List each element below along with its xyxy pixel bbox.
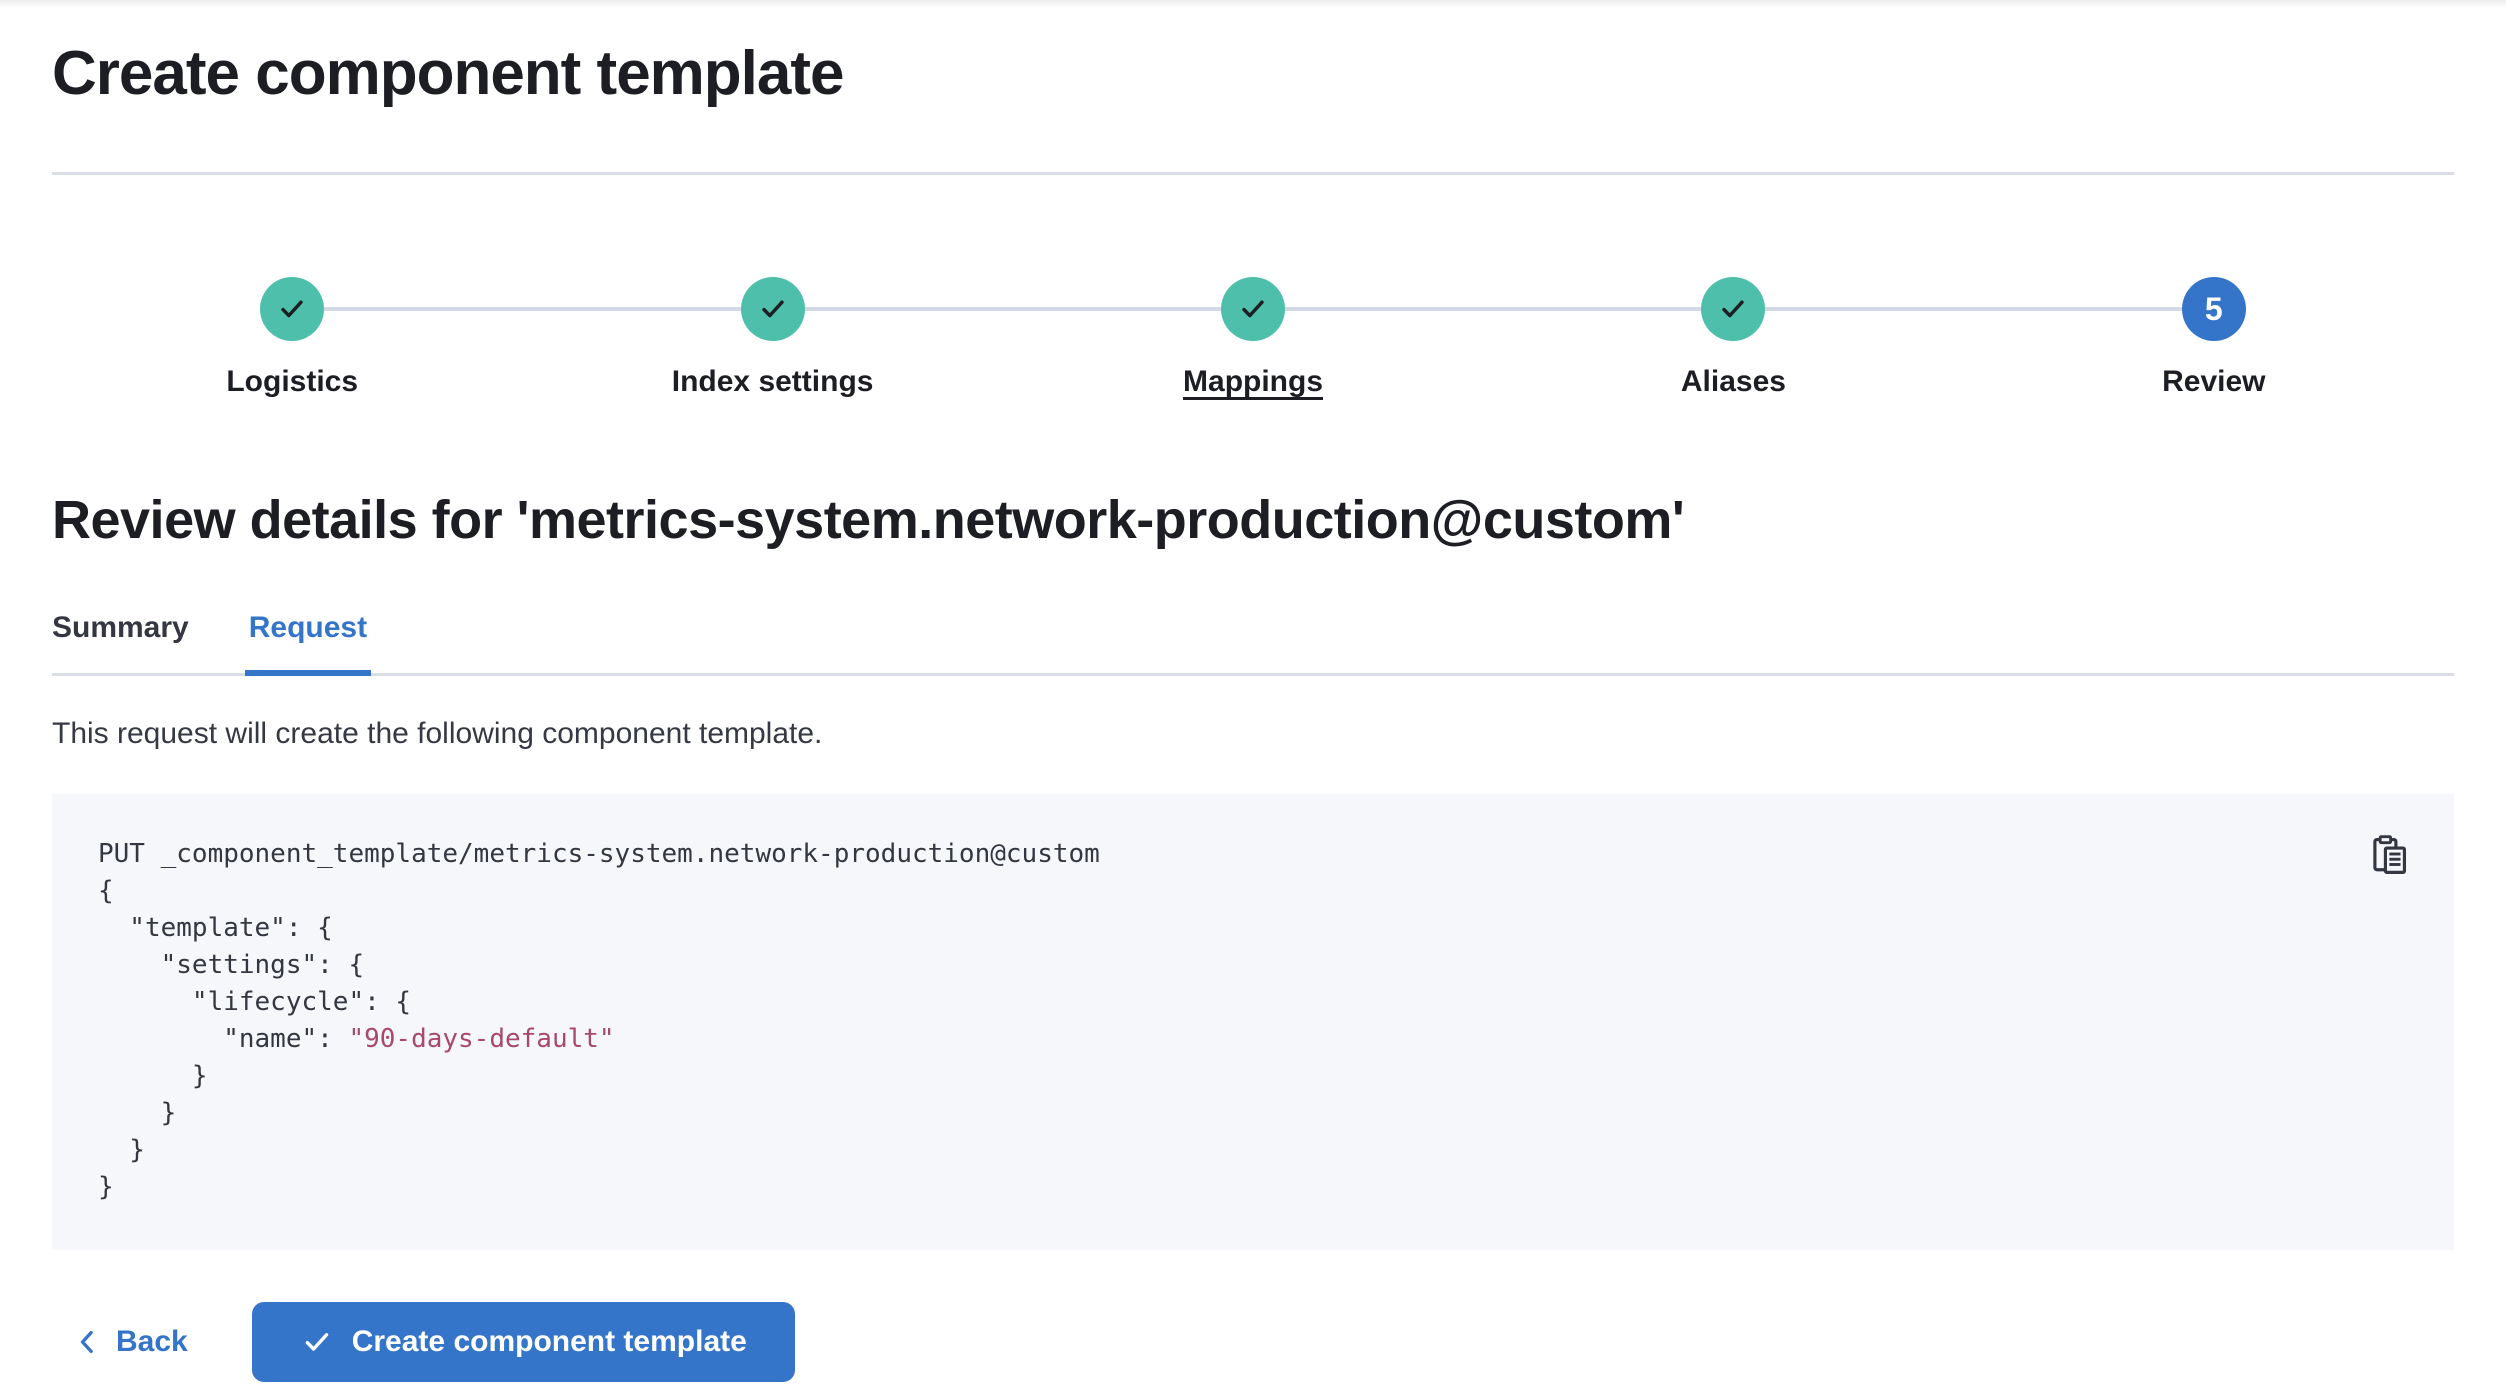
title-divider [52,172,2454,175]
code-line: { [98,876,114,906]
step-aliases[interactable]: Aliases [1493,277,1975,401]
check-icon [761,300,784,318]
code-line: "lifecycle": { [98,987,412,1017]
page-title: Create component template [52,39,845,108]
step-complete-circle [1221,277,1286,341]
copy-clipboard-icon [2373,835,2407,874]
check-icon [1722,300,1745,318]
back-button-label: Back [116,1325,188,1358]
step-complete-circle [1701,277,1766,341]
create-component-template-button[interactable]: Create component template [251,1302,795,1382]
create-button-label: Create component template [351,1325,747,1358]
copy-to-clipboard-button[interactable] [2366,830,2414,878]
chevron-left-icon [80,1330,93,1354]
code-line: } [98,1172,114,1202]
tab-summary[interactable]: Summary [52,611,189,644]
review-details-heading: Review details for 'metrics-system.netwo… [52,490,1685,550]
check-icon [305,1333,328,1351]
step-index-settings[interactable]: Index settings [532,277,1014,401]
step-label: Mappings [1183,365,1324,398]
window-top-edge [0,0,2506,8]
step-complete-circle [260,277,325,341]
code-line: } [98,1061,208,1091]
step-complete-circle [740,277,805,341]
tab-request[interactable]: Request [244,609,372,676]
check-icon [1242,300,1264,318]
step-label: Review [2162,365,2266,398]
footer-actions: Back Create component template [52,1302,2454,1382]
back-button[interactable]: Back [72,1325,188,1359]
code-line: "settings": { [98,950,365,980]
step-logistics[interactable]: Logistics [52,277,533,401]
step-indicator: Logistics Index settings Mappings [52,277,2454,401]
step-label: Aliases [1680,365,1786,398]
request-description: This request will create the following c… [52,717,823,750]
step-mappings[interactable]: Mappings [1012,277,1494,401]
review-tabs: Summary Request [52,609,2454,676]
step-current-circle: 5 [2181,277,2246,341]
step-review[interactable]: 5 Review [1973,277,2454,401]
step-number: 5 [2204,290,2223,327]
code-line: "template": { [98,913,333,943]
check-icon [281,300,303,318]
code-line: "name": "90-days-default" [98,1024,615,1054]
request-code-block: PUT _component_template/metrics-system.n… [52,794,2454,1250]
code-line: PUT _component_template/metrics-system.n… [98,839,1100,869]
step-label: Logistics [226,365,359,398]
step-label: Index settings [671,365,874,398]
code-line: } [98,1098,177,1128]
create-component-template-page: Create component template Logistics Inde… [0,32,2506,1382]
code-line: } [98,1135,145,1165]
